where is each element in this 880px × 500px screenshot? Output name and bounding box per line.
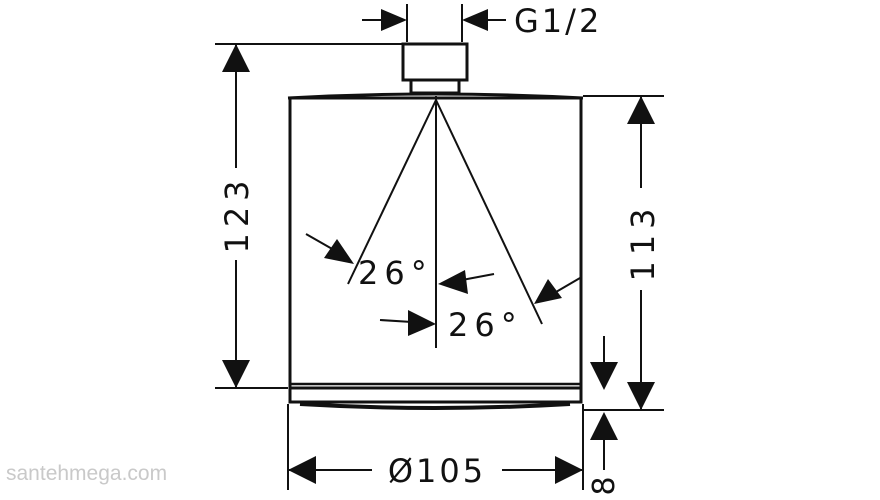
arrow-left-icon (438, 270, 468, 294)
head-height-label: 113 (624, 202, 662, 281)
connector-neck (409, 78, 461, 95)
arrow-down-icon (590, 362, 618, 390)
watermark-text: santehmega.com (6, 462, 167, 485)
spray-line-right (435, 99, 543, 325)
arrow-up-icon (627, 96, 655, 124)
arrow-left-icon (288, 456, 316, 484)
head-top-rim (287, 92, 584, 100)
total-height-label: 123 (218, 174, 256, 253)
face-offset-dimension: 8 (587, 336, 622, 496)
thread-label: G1/2 (514, 2, 602, 40)
shower-head-body (287, 42, 584, 410)
spray-line-left (347, 99, 437, 285)
diameter-label: Ø105 (388, 452, 486, 490)
spray-face (288, 388, 583, 404)
thread-dimension: G1/2 (362, 2, 602, 42)
arrow-down-icon (222, 360, 250, 388)
arrow-down-right-icon (324, 239, 354, 264)
spray-face-nozzles (299, 402, 571, 410)
arrow-left-icon (462, 9, 488, 31)
diameter-dimension: Ø105 (287, 404, 584, 490)
angle-annotation-upper: 26° (305, 233, 495, 294)
arrow-right-icon (408, 310, 436, 336)
arrow-down-left-icon (534, 279, 562, 304)
arrow-right-icon (555, 456, 583, 484)
angle-label-left: 26° (358, 254, 433, 292)
arrow-up-icon (222, 44, 250, 72)
total-height-dimension: 123 (215, 43, 402, 389)
spray-angle-lines (347, 96, 543, 348)
arrow-right-icon (381, 9, 407, 31)
head-height-dimension: 113 (583, 95, 664, 411)
angle-label-right: 26° (448, 306, 523, 344)
arrow-up-icon (590, 412, 618, 440)
angle-annotation-lower: 26° (379, 277, 581, 344)
face-offset-label: 8 (587, 476, 622, 495)
connector-nut (401, 42, 469, 82)
arrow-down-icon (627, 382, 655, 410)
